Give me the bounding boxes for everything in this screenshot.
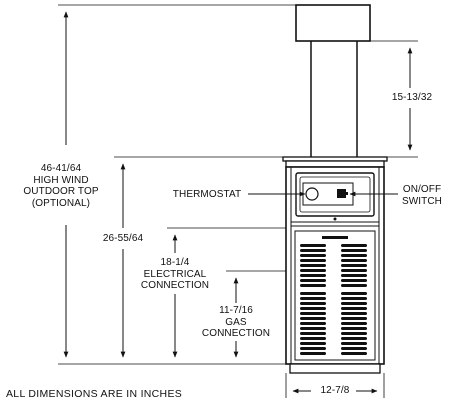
louver-slat bbox=[300, 352, 326, 355]
louvers bbox=[300, 244, 367, 355]
vent-extension-dimension bbox=[370, 40, 418, 158]
vent-extension-label: 15-13/32 bbox=[391, 92, 433, 103]
electrical-connection-dimension bbox=[167, 227, 286, 358]
louver-slat bbox=[341, 342, 367, 345]
louver-slat bbox=[300, 274, 326, 277]
louver-slat bbox=[300, 307, 326, 310]
louver-slat bbox=[341, 292, 367, 295]
louver-slat bbox=[341, 274, 367, 277]
louver-slat bbox=[341, 249, 367, 252]
louver-slat bbox=[300, 259, 326, 262]
width-dimension bbox=[285, 373, 385, 398]
control-panel bbox=[295, 172, 375, 221]
louver-slat bbox=[300, 264, 326, 267]
louver-slat bbox=[341, 254, 367, 257]
width-label: 12-7/8 bbox=[320, 385, 350, 396]
louver-slat bbox=[341, 337, 367, 340]
louver-slat bbox=[341, 332, 367, 335]
cabinet-height-label: 26-55/64 bbox=[102, 233, 144, 244]
cabinet-height-dimension bbox=[114, 156, 283, 358]
louver-slat bbox=[300, 347, 326, 350]
vent-pipe bbox=[310, 41, 358, 157]
louver-slat bbox=[341, 279, 367, 282]
louver-slat bbox=[341, 269, 367, 272]
louver-slat bbox=[300, 327, 326, 330]
louver-slat bbox=[300, 284, 326, 287]
louver-slat bbox=[300, 332, 326, 335]
overall-height-label: 46-41/64 HIGH WIND OUTDOOR TOP (OPTIONAL… bbox=[23, 163, 99, 209]
louver-slat bbox=[300, 322, 326, 325]
louver-slat bbox=[341, 322, 367, 325]
louver-slat bbox=[300, 254, 326, 257]
louver-slat bbox=[341, 327, 367, 330]
thermostat-label: THERMOSTAT bbox=[172, 189, 242, 200]
louver-slat bbox=[300, 302, 326, 305]
gas-connection-label: 11-7/16 GAS CONNECTION bbox=[201, 305, 271, 339]
louver-slat bbox=[300, 342, 326, 345]
louver-slat bbox=[341, 307, 367, 310]
louver-slat bbox=[300, 337, 326, 340]
thermostat-knob bbox=[305, 187, 319, 201]
louver-slat bbox=[341, 297, 367, 300]
louver-slat bbox=[341, 244, 367, 247]
vent-cap bbox=[295, 4, 371, 42]
louver-slat bbox=[300, 292, 326, 295]
electrical-connection-label: 18-1/4 ELECTRICAL CONNECTION bbox=[140, 257, 210, 291]
on-off-switch-label: ON/OFF SWITCH bbox=[401, 184, 443, 207]
dimensions-footnote: ALL DIMENSIONS ARE IN INCHES bbox=[6, 388, 183, 400]
overall-height-dimension bbox=[58, 4, 296, 365]
louver-slat bbox=[341, 264, 367, 267]
louver-slat bbox=[300, 317, 326, 320]
louver-slat bbox=[341, 317, 367, 320]
louver-slat bbox=[300, 279, 326, 282]
louver-slat bbox=[341, 302, 367, 305]
louver-slat bbox=[341, 312, 367, 315]
gas-connection-dimension bbox=[226, 270, 286, 358]
louver-slat bbox=[300, 244, 326, 247]
louver-slat bbox=[300, 297, 326, 300]
louver-slat bbox=[341, 347, 367, 350]
on-off-switch bbox=[337, 189, 346, 198]
louver-slat bbox=[341, 352, 367, 355]
louver-slat bbox=[341, 284, 367, 287]
louver-slat bbox=[341, 259, 367, 262]
louver-slat bbox=[300, 269, 326, 272]
louver-slat bbox=[300, 312, 326, 315]
louver-slat bbox=[300, 249, 326, 252]
